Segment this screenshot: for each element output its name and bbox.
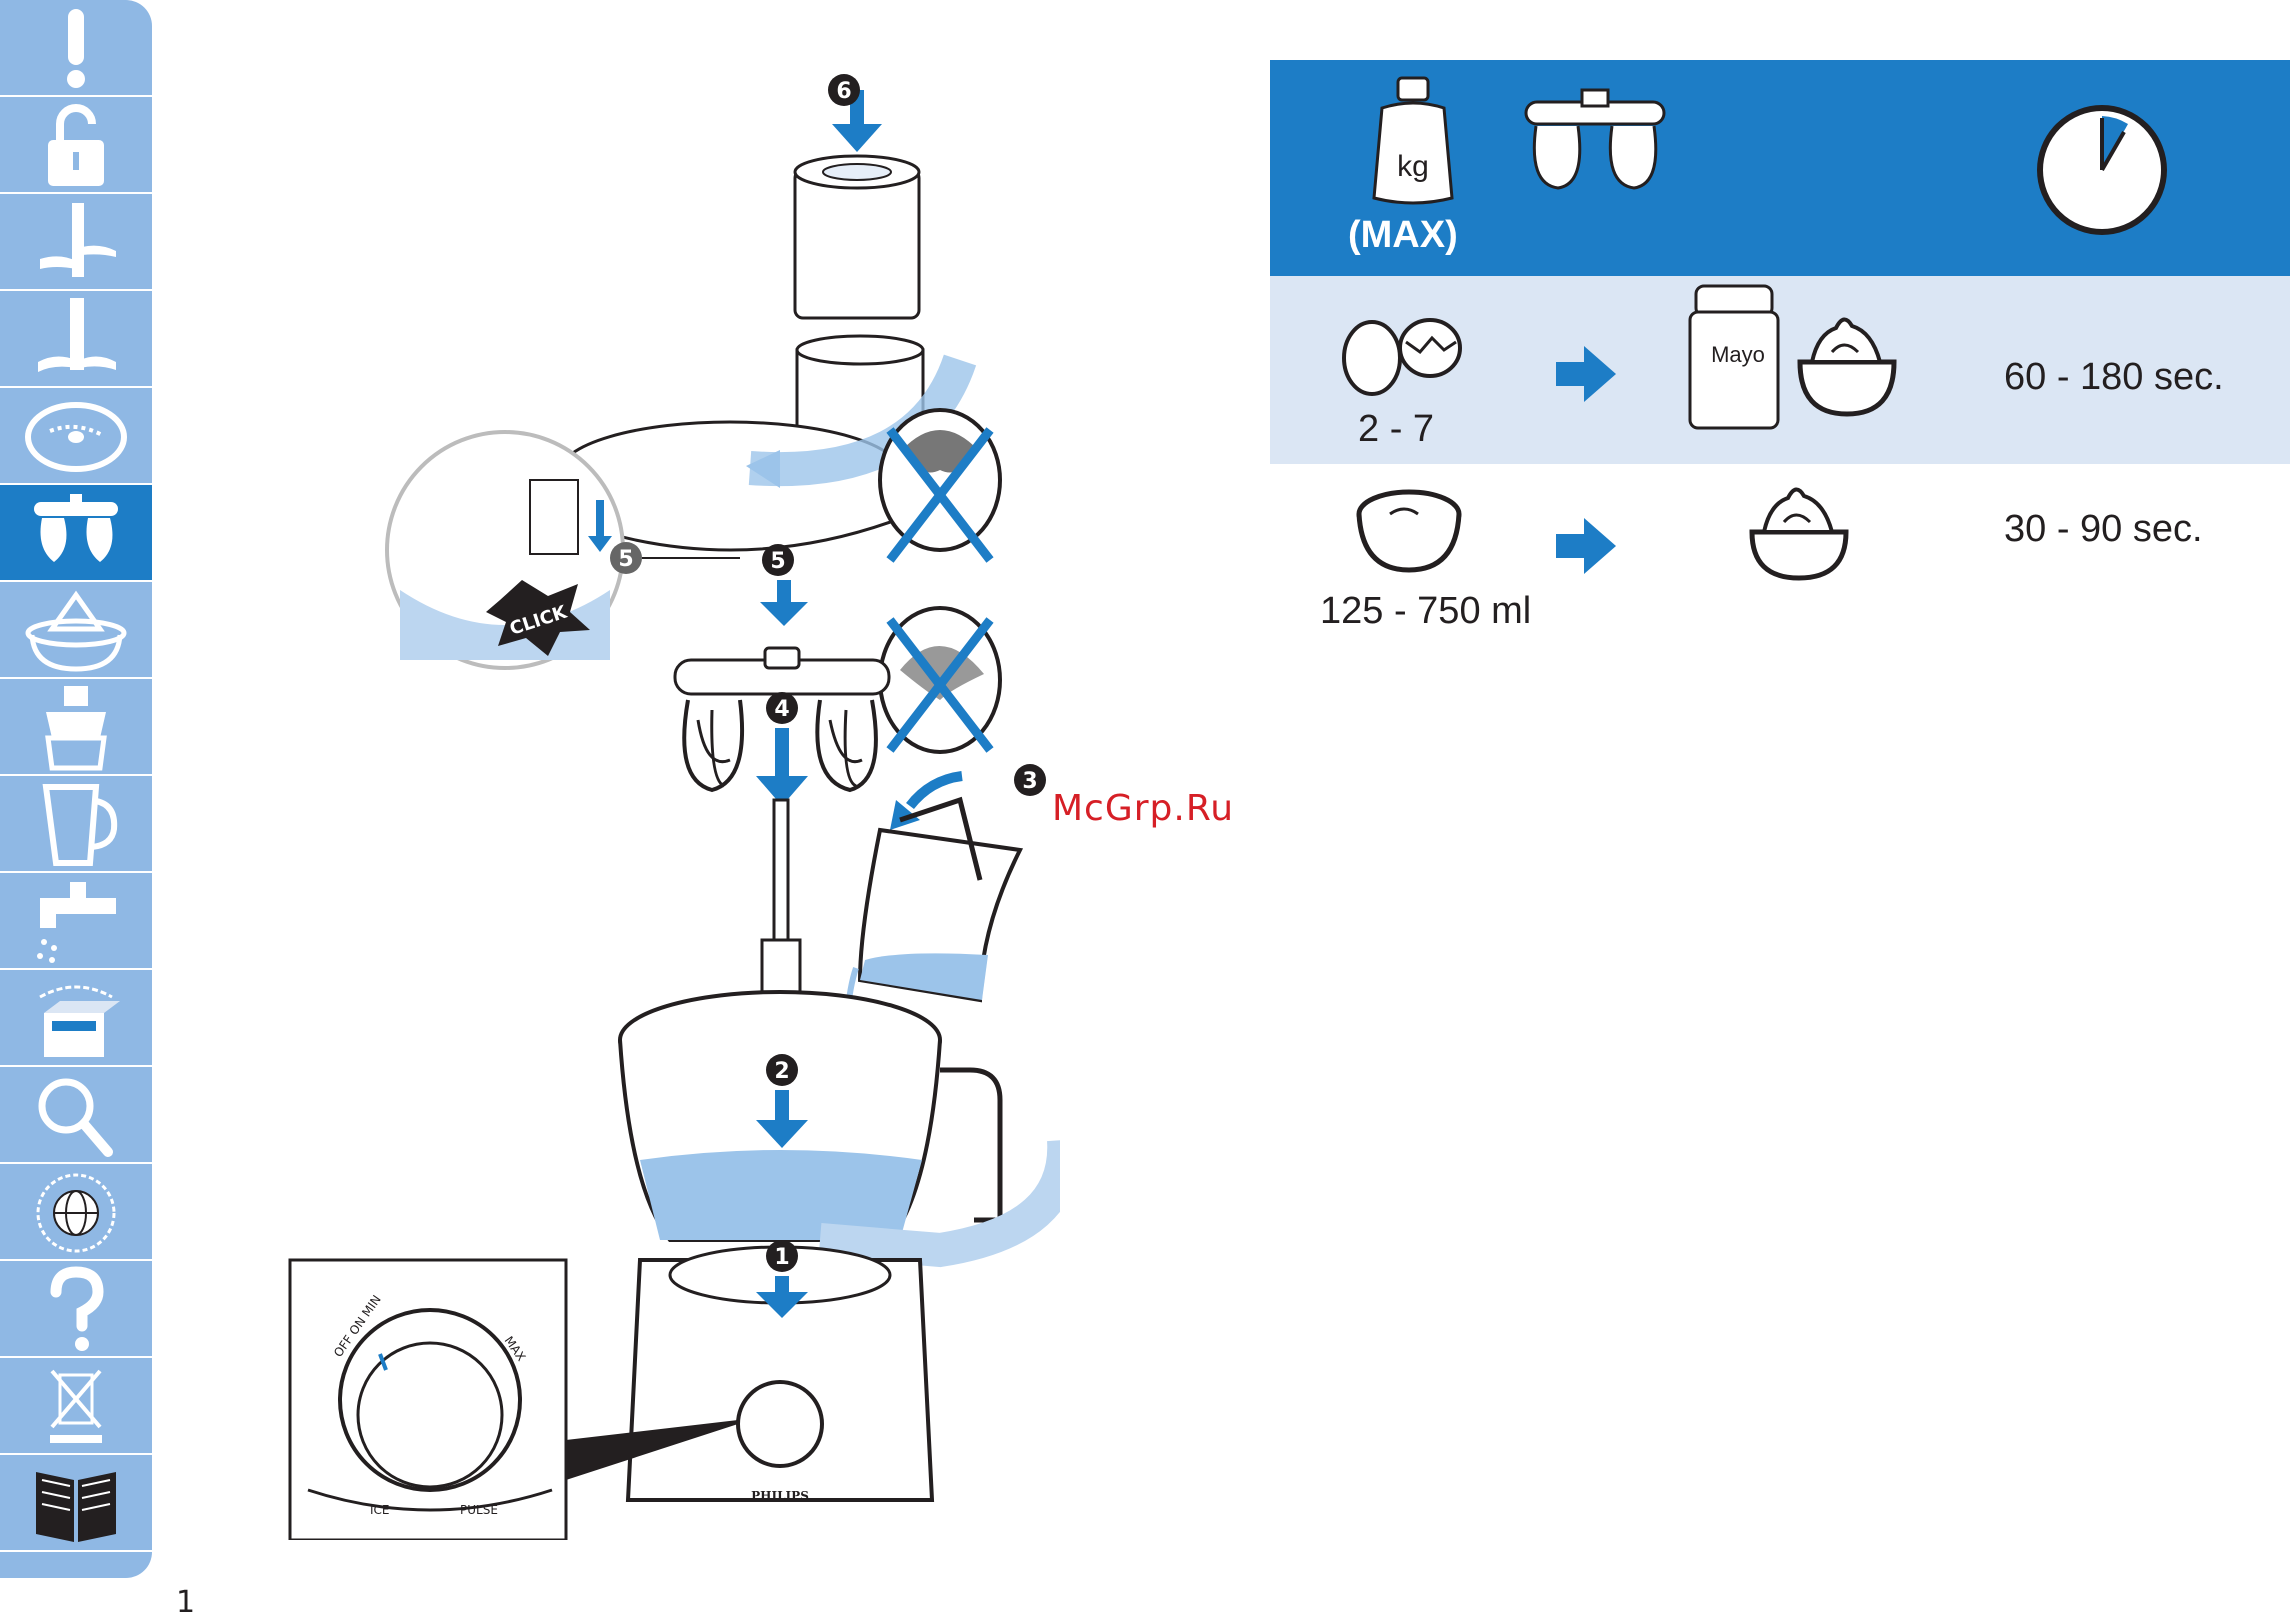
sidebar-item-environment[interactable] — [0, 1358, 152, 1455]
svg-text:5: 5 — [770, 549, 785, 574]
crossed-bin-icon — [20, 1361, 132, 1451]
storage-box-icon — [20, 973, 132, 1063]
sidebar-item-slicing[interactable] — [0, 388, 152, 485]
question-icon — [20, 1264, 132, 1354]
mixing-bowl — [620, 992, 1000, 1240]
whipped-cream-icon — [1744, 482, 1854, 582]
clock-icon — [2034, 102, 2170, 238]
cleaning-tap-icon — [20, 876, 132, 966]
svg-text:PHILIPS: PHILIPS — [751, 1489, 809, 1503]
time-cream: 30 - 90 sec. — [2004, 508, 2203, 551]
step-6-marker: 6 — [828, 74, 860, 106]
dial-detail-inset: OFF ON MIN MAX ICE PULSE — [290, 1260, 566, 1540]
table-header: kg (MAX) — [1270, 60, 2290, 276]
whipped-cream-icon — [1792, 308, 1902, 418]
guarantee-globe-icon — [20, 1167, 132, 1257]
svg-text:kg: kg — [1397, 150, 1429, 183]
citrus-press-icon — [20, 585, 132, 675]
sidebar-item-juicer[interactable] — [0, 679, 152, 776]
table-row: 2 - 7 Mayo 60 - 180 sec. — [1270, 276, 2290, 464]
blade-not-used-2 — [880, 608, 1000, 752]
svg-text:6: 6 — [836, 79, 851, 104]
svg-text:3: 3 — [1022, 769, 1037, 794]
blade-not-used-1 — [880, 410, 1000, 560]
chopping-blade-icon — [20, 197, 132, 287]
quantity-cream: 125 - 750 ml — [1320, 590, 1531, 633]
step-5-marker-inset: 5 — [610, 542, 642, 574]
magnifier-icon — [20, 1070, 132, 1160]
sidebar — [0, 0, 152, 1578]
cream-bowl-icon — [1354, 484, 1464, 574]
quantity-eggs: 2 - 7 — [1358, 408, 1434, 451]
sidebar-item-storage[interactable] — [0, 970, 152, 1067]
arrow-right-icon — [1556, 518, 1616, 574]
sidebar-item-help[interactable] — [0, 1261, 152, 1358]
eggs-icon — [1336, 316, 1466, 396]
svg-text:PULSE: PULSE — [460, 1503, 498, 1517]
sidebar-item-kneading[interactable] — [0, 291, 152, 388]
sidebar-item-recipes[interactable] — [0, 1455, 152, 1552]
step-4-marker: 4 — [766, 692, 798, 724]
click-detail-inset: CLICK — [387, 432, 623, 668]
booklet-icon — [20, 1458, 132, 1548]
step-1-marker: 1 — [766, 1240, 798, 1272]
svg-text:Mayo: Mayo — [1711, 342, 1765, 367]
slicing-disc-icon — [20, 391, 132, 481]
blender-jar-icon — [20, 779, 132, 869]
svg-text:5: 5 — [618, 547, 633, 572]
sidebar-item-guarantee[interactable] — [0, 1164, 152, 1261]
sidebar-item-warning[interactable] — [0, 0, 152, 97]
step-2-marker: 2 — [766, 1054, 798, 1086]
weight-icon: kg — [1368, 74, 1458, 214]
arrow-right-icon — [1556, 346, 1616, 402]
double-beater-icon — [20, 488, 132, 578]
svg-text:ICE: ICE — [370, 1503, 390, 1517]
sidebar-item-unlock[interactable] — [0, 97, 152, 194]
step-5-marker: 5 — [762, 544, 794, 576]
sidebar-item-cleaning[interactable] — [0, 873, 152, 970]
step-3-marker: 3 — [1014, 764, 1046, 796]
max-label: (MAX) — [1348, 214, 1458, 257]
svg-text:4: 4 — [774, 697, 789, 722]
time-eggs: 60 - 180 sec. — [2004, 356, 2224, 399]
watermark: McGrp.Ru — [1052, 788, 1234, 829]
kneading-blade-icon — [20, 294, 132, 384]
unlock-icon — [20, 100, 132, 190]
sidebar-item-chopping[interactable] — [0, 194, 152, 291]
sidebar-item-blender[interactable] — [0, 776, 152, 873]
svg-text:2: 2 — [774, 1059, 789, 1084]
sidebar-item-citrus[interactable] — [0, 582, 152, 679]
mayo-jar-icon: Mayo — [1684, 282, 1784, 432]
assembly-diagram: 6 CLICK 5 5 3 4 — [260, 60, 1060, 1540]
juicer-icon — [20, 682, 132, 772]
food-pusher — [795, 156, 919, 318]
sidebar-item-troubleshooting[interactable] — [0, 1067, 152, 1164]
table-row: 125 - 750 ml 30 - 90 sec. — [1270, 464, 2290, 684]
double-beater-icon — [1520, 84, 1670, 194]
svg-text:1: 1 — [774, 1245, 789, 1270]
warning-icon — [20, 3, 132, 93]
sidebar-item-beater[interactable] — [0, 485, 152, 582]
page-number: 1 — [176, 1585, 195, 1620]
